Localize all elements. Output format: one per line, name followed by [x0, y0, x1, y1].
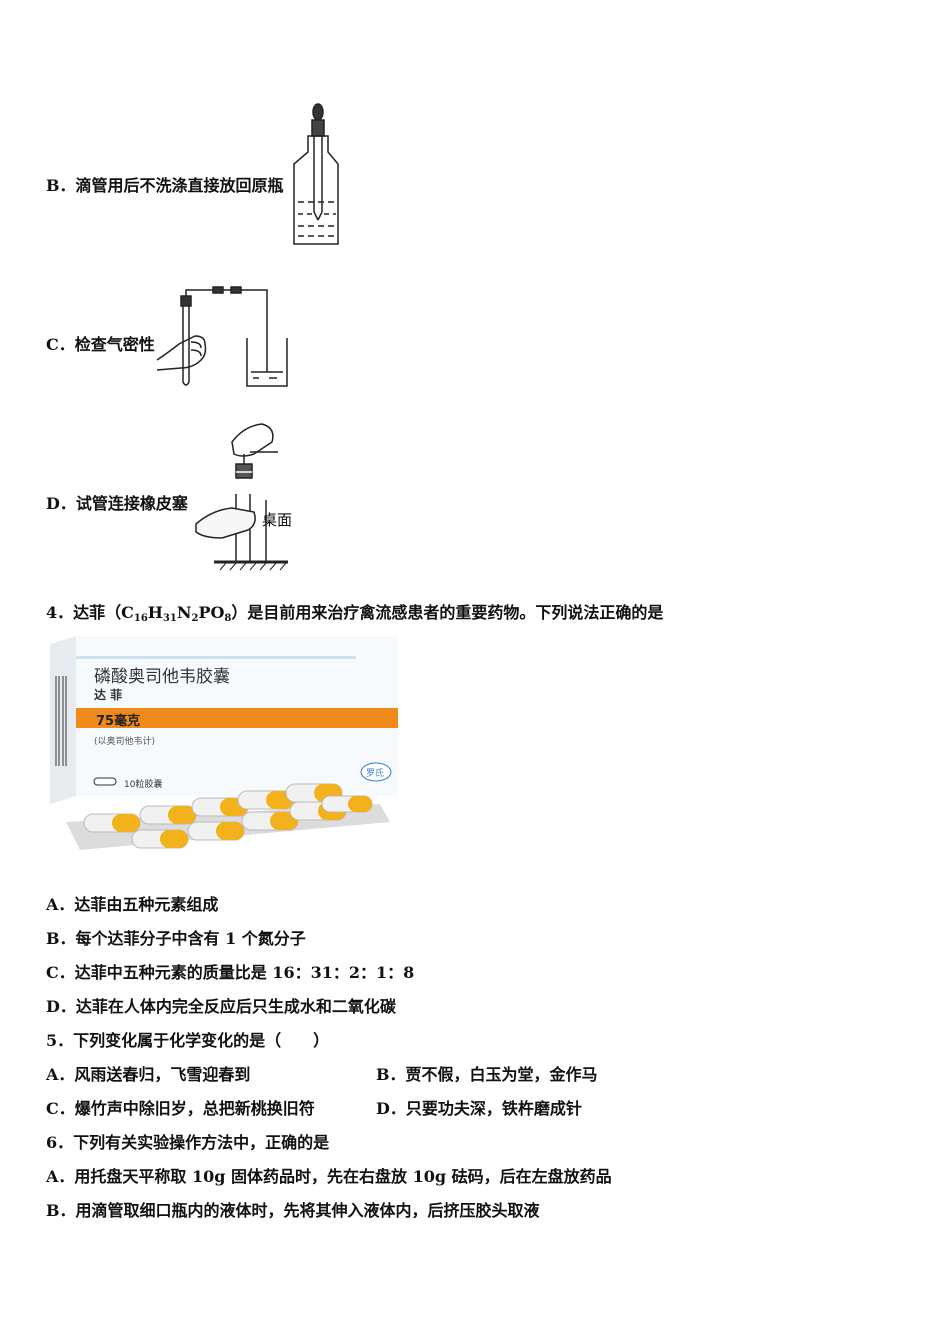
option-text: 检查气密性 — [74, 335, 155, 354]
dropper-bottle-figure — [293, 103, 339, 245]
option-letter: B． — [46, 176, 76, 195]
option-c: C．检查气密性 — [46, 335, 155, 355]
stem-part: 4．达菲（C — [46, 603, 134, 622]
dose-label: 75毫克 — [96, 714, 141, 729]
dose-note: (以奥司他韦计) — [94, 737, 156, 747]
question-5-stem: 5．下列变化属于化学变化的是（ ） — [46, 1031, 330, 1050]
stem-part: N — [176, 603, 192, 622]
q6-option-a: A．用托盘天平称取 10g 固体药品时，先在右盘放 10g 砝码，后在左盘放药品 — [46, 1167, 612, 1186]
capsule-count: 10粒胶囊 — [124, 780, 163, 790]
maker-logo: 罗氏 — [366, 769, 385, 779]
medicine-box-photo: 磷酸奥司他韦胶囊 达 菲 75毫克 (以奥司他韦计) 10粒胶囊 罗氏 — [50, 636, 400, 866]
q5-option-b: B．贾不假，白玉为堂，金作马 — [376, 1065, 598, 1084]
question-6-stem: 6．下列有关实验操作方法中，正确的是 — [46, 1133, 330, 1152]
option-letter: D． — [46, 494, 76, 513]
drug-name: 磷酸奥司他韦胶囊 — [94, 667, 230, 687]
subscript: 16 — [133, 613, 148, 624]
stem-part: PO — [198, 603, 225, 622]
stopper-connection-figure — [195, 423, 288, 571]
option-text: 试管连接橡皮塞 — [75, 494, 188, 513]
brand-name: 达 菲 — [94, 688, 123, 702]
option-letter: C． — [46, 335, 75, 354]
q4-option-b: B．每个达菲分子中含有 1 个氮分子 — [46, 929, 306, 948]
airtightness-check-figure — [156, 286, 288, 387]
q5-option-c: C．爆竹声中除旧岁，总把新桃换旧符 — [46, 1099, 315, 1118]
q5-option-d: D．只要功夫深，铁杵磨成针 — [376, 1099, 582, 1118]
option-b: B．滴管用后不洗涤直接放回原瓶 — [46, 176, 284, 196]
q6-option-b: B．用滴管取细口瓶内的液体时，先将其伸入液体内，后挤压胶头取液 — [46, 1201, 540, 1220]
option-d: D．试管连接橡皮塞 — [46, 494, 188, 514]
stem-part: H — [147, 603, 163, 622]
q4-option-c: C．达菲中五种元素的质量比是 16：31：2：1：8 — [46, 963, 415, 982]
subscript: 2 — [191, 613, 199, 624]
subscript: 8 — [224, 613, 232, 624]
desk-label: 桌面 — [262, 511, 293, 529]
question-4-stem: 4．达菲（C16H31N2PO8）是目前用来治疗禽流感患者的重要药物。下列说法正… — [46, 603, 663, 629]
option-text: 滴管用后不洗涤直接放回原瓶 — [75, 176, 284, 195]
q4-option-a: A．达菲由五种元素组成 — [46, 895, 219, 914]
subscript: 31 — [162, 613, 177, 624]
q4-option-d: D．达菲在人体内完全反应后只生成水和二氧化碳 — [46, 997, 396, 1016]
q5-option-a: A．风雨送春归，飞雪迎春到 — [46, 1065, 251, 1084]
stem-part: ）是目前用来治疗禽流感患者的重要药物。下列说法正确的是 — [231, 603, 664, 622]
